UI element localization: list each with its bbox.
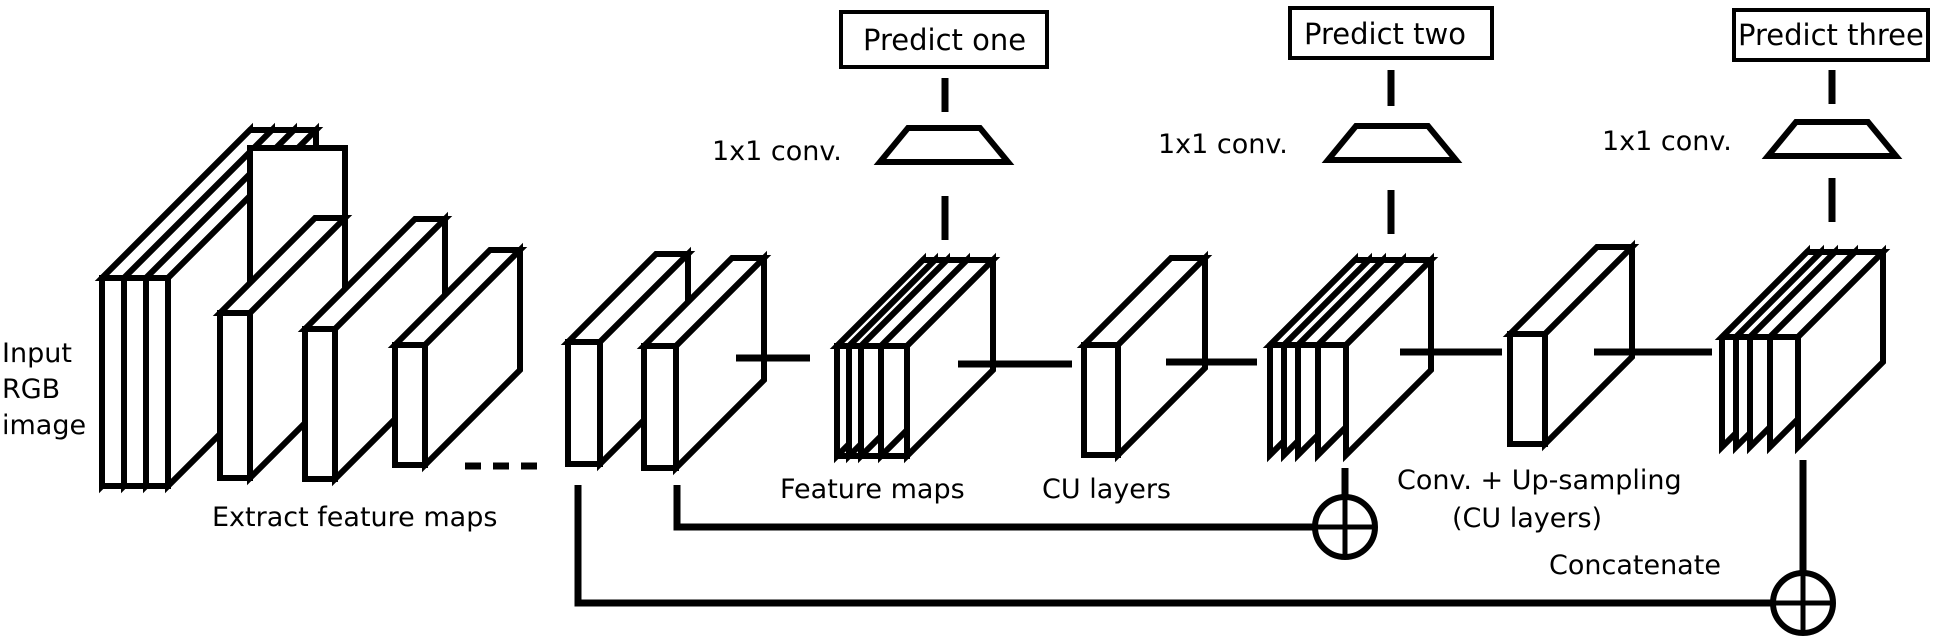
predict-one-label: Predict one <box>863 23 1026 57</box>
predict-head-2 <box>1288 6 1494 234</box>
feature-maps-stack <box>829 252 1001 464</box>
predict-head-1 <box>839 10 1049 240</box>
cu-layer-block <box>1076 250 1213 463</box>
skip-connection-2 <box>574 460 1836 636</box>
conv1-label: 1x1 conv. <box>712 136 842 167</box>
extract-label: Extract feature maps <box>212 502 497 533</box>
input-label-line3: image <box>2 410 86 441</box>
extract-block-3 <box>387 242 528 473</box>
cu-layers-label: CU layers <box>1042 474 1171 505</box>
conv-upsampling-block <box>1502 239 1640 452</box>
input-label-line1: Input <box>2 338 72 369</box>
extract-output-block-2 <box>636 250 772 476</box>
connectors <box>736 348 1712 368</box>
conv-up-label-line2: (CU layers) <box>1452 503 1602 534</box>
predict-head-3 <box>1732 8 1930 222</box>
feature-maps-stack-2 <box>1262 252 1439 463</box>
feature-maps-stack-3 <box>1714 244 1891 455</box>
conv2-label: 1x1 conv. <box>1158 129 1288 160</box>
input-label-line2: RGB <box>2 374 60 405</box>
predict-two-label: Predict two <box>1304 17 1466 51</box>
concatenate-label: Concatenate <box>1549 550 1721 581</box>
conv-up-label-line1: Conv. + Up-sampling <box>1397 465 1682 496</box>
feature-maps-label: Feature maps <box>780 474 965 505</box>
skip-connection-1 <box>673 468 1378 560</box>
predict-three-label: Predict three <box>1738 18 1924 52</box>
extract-block-1 <box>212 145 353 486</box>
conv3-label: 1x1 conv. <box>1602 126 1732 157</box>
